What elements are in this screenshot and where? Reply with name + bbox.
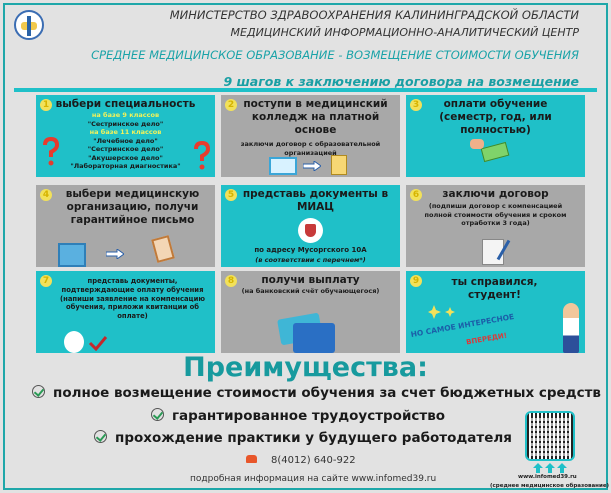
step-number: 4 xyxy=(40,189,52,201)
step-6: 6 заключи договор (подпиши договор с ком… xyxy=(406,185,585,267)
student-icon xyxy=(563,303,579,353)
check-circle-icon xyxy=(32,385,45,398)
question-mark-icon xyxy=(43,137,60,166)
phone-contact: 8(4012) 640-922 xyxy=(246,455,356,466)
advantages-title: Преимущества: xyxy=(183,352,428,383)
step-7: 7 представь документы, подтверждающие оп… xyxy=(36,271,215,353)
step-8: 8 получи выплату (на банковский счёт обу… xyxy=(221,271,400,353)
step-number: 9 xyxy=(410,275,422,287)
divider xyxy=(14,88,597,92)
step-title: выбери медицинскую организацию, получи г… xyxy=(65,188,200,226)
step-number: 5 xyxy=(225,189,237,201)
qr-code[interactable] xyxy=(525,411,575,461)
step-2: 2 поступи в медицинский колледж на платн… xyxy=(221,95,400,177)
poster-frame xyxy=(3,3,608,490)
document-icon xyxy=(331,155,347,175)
advantage-item: полное возмещение стоимости обучения за … xyxy=(32,385,601,401)
advantage-text: гарантированное трудоустройство xyxy=(172,408,446,424)
step-subtitle: (подпиши договор с компенсацией полной с… xyxy=(424,202,567,227)
sparkle-icon xyxy=(428,305,455,319)
question-mark-icon xyxy=(194,141,211,170)
step-1: 1 выбери специальность на базе 9 классов… xyxy=(36,95,215,177)
step-9: 9 ты справился, студент! НО САМОЕ ИНТЕРЕ… xyxy=(406,271,585,353)
specialty: "Сестринское дело" xyxy=(87,145,164,153)
bank-card-icon xyxy=(293,323,335,353)
step-title: получи выплату xyxy=(261,274,360,286)
arrow-right-icon xyxy=(106,249,124,259)
step-title: ты справился, студент! xyxy=(451,276,538,301)
receipt-icon xyxy=(64,331,84,353)
guarantee-letter-icon xyxy=(151,235,175,263)
miac-emblem-icon xyxy=(298,218,323,243)
ministry-title: МИНИСТЕРСТВО ЗДРАВООХРАНЕНИЯ КАЛИНИНГРАД… xyxy=(169,8,579,22)
money-icon xyxy=(480,141,510,163)
hospital-icon xyxy=(58,243,86,267)
check-circle-icon xyxy=(151,408,164,421)
college-building-icon xyxy=(269,157,297,175)
phone-icon xyxy=(246,455,257,463)
check-circle-icon xyxy=(94,430,107,443)
step-4: 4 выбери медицинскую организацию, получи… xyxy=(36,185,215,267)
step-number: 3 xyxy=(410,99,422,111)
step-number: 8 xyxy=(225,275,237,287)
base-11: на базе 11 классов xyxy=(89,128,162,136)
step-subtitle: заключи договор с образовательной органи… xyxy=(240,140,381,157)
phone-number[interactable]: 8(4012) 640-922 xyxy=(271,455,356,466)
step-number: 1 xyxy=(40,99,52,111)
arrow-right-icon xyxy=(303,161,321,171)
step-title: поступи в медицинский колледж на платной… xyxy=(243,98,388,136)
step-3: 3 оплати обучение (семестр, год, или пол… xyxy=(406,95,585,177)
step-number: 6 xyxy=(410,189,422,201)
miac-logo xyxy=(14,10,44,40)
documents-note: (в соответствии с перечнем*) xyxy=(255,256,366,264)
advantage-text: полное возмещение стоимости обучения за … xyxy=(53,385,601,401)
specialty: "Лабораторная диагностика" xyxy=(70,162,181,170)
miac-address: по адресу Мусоргского 10А xyxy=(254,246,367,254)
step-5: 5 представь документы в МИАЦ по адресу М… xyxy=(221,185,400,267)
qr-note: (среднее медицинское образование) xyxy=(490,483,610,489)
advantage-item: гарантированное трудоустройство xyxy=(151,408,445,424)
step-title: заключи договор xyxy=(442,188,549,200)
step-number: 7 xyxy=(40,275,52,287)
specialty: "Сестринское дело" xyxy=(87,119,164,128)
step-number: 2 xyxy=(225,99,237,111)
banner-text: ВПЕРЕДИ! xyxy=(465,331,508,347)
subtitle: СРЕДНЕЕ МЕДИЦИНСКОЕ ОБРАЗОВАНИЕ - ВОЗМЕЩ… xyxy=(91,48,579,62)
step-title: представь документы, подтверждающие опла… xyxy=(60,277,205,321)
check-mark-icon xyxy=(88,336,108,351)
step-subtitle: (на банковский счёт обучающегося) xyxy=(241,287,380,295)
specialty: "Лечебное дело" xyxy=(93,136,158,145)
advantage-text: прохождение практики у будущего работода… xyxy=(115,430,512,446)
arrows-up-icon xyxy=(533,463,567,473)
specialty: "Акушерское дело" xyxy=(88,153,163,162)
center-title: МЕДИЦИНСКИЙ ИНФОРМАЦИОННО-АНАЛИТИЧЕСКИЙ … xyxy=(230,26,579,39)
site-info[interactable]: подробная информация на сайте www.infome… xyxy=(190,474,437,484)
advantage-item: прохождение практики у будущего работода… xyxy=(94,430,512,446)
step-title: представь документы в МИАЦ xyxy=(242,188,389,213)
steps-title: 9 шагов к заключению договора на возмеще… xyxy=(223,74,579,89)
step-title: выбери специальность xyxy=(55,98,196,110)
base-9: на базе 9 классов xyxy=(91,111,160,119)
qr-url[interactable]: www.infomed39.ru xyxy=(518,474,577,480)
hand-icon xyxy=(470,139,484,149)
step-title: оплати обучение (семестр, год, или полно… xyxy=(439,98,552,136)
